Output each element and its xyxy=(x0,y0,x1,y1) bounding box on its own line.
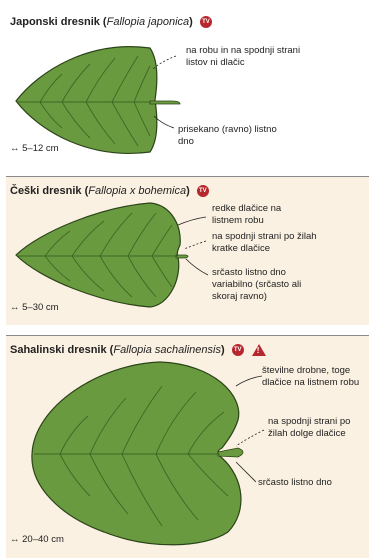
note-base: srčasto listno dno xyxy=(258,477,358,489)
callout-line xyxy=(236,376,262,386)
note-hairs: redke dlačice na listnem robu xyxy=(212,203,312,227)
note-base: srčasto listno dno variabilno (srčasto a… xyxy=(212,267,322,303)
note-base: prisekano (ravno) listno dno xyxy=(178,124,278,148)
callout-line xyxy=(236,430,264,446)
size-label: ↔ 20–40 cm xyxy=(10,534,64,545)
leaf-petiole xyxy=(150,101,180,104)
callout-line xyxy=(184,241,206,249)
note-veins: na spodnji strani po žilah dolge dlačice xyxy=(268,416,368,440)
leaf-blade xyxy=(16,47,157,154)
note-veins: na spodnji strani po žilah kratke dlačic… xyxy=(212,231,322,255)
size-label: ↔ 5–30 cm xyxy=(10,302,59,313)
callout-line xyxy=(178,217,206,225)
leaf-blade xyxy=(16,203,180,307)
callout-line xyxy=(186,259,208,275)
callout-line xyxy=(236,462,256,482)
note-hairs: številne drobne, toge dlačice na listnem… xyxy=(262,365,368,389)
size-label: ↔ 5–12 cm xyxy=(10,143,59,154)
note-hairs: na robu in na spodnji strani listov ni d… xyxy=(186,45,306,69)
leaf-petiole xyxy=(176,255,188,258)
leaf-blade xyxy=(32,362,241,545)
leaf-petiole xyxy=(218,448,243,457)
